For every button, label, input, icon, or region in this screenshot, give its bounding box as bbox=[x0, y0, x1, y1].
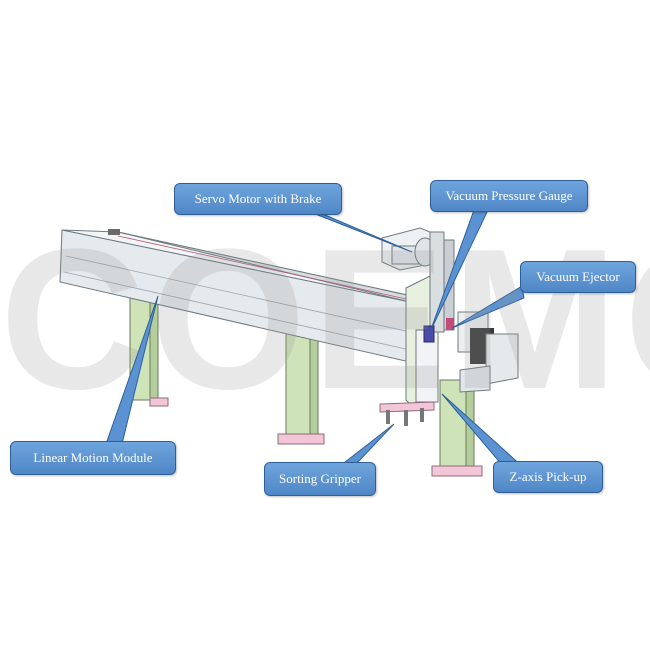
support-leg-2 bbox=[277, 329, 325, 445]
callout-vacuum-pressure-gauge: Vacuum Pressure Gauge bbox=[430, 180, 588, 212]
support-leg-3 bbox=[431, 379, 483, 477]
sorting-gripper bbox=[379, 401, 435, 426]
callout-vacuum-ejector: Vacuum Ejector bbox=[520, 261, 636, 293]
callout-z-axis-pickup: Z-axis Pick-up bbox=[493, 461, 603, 493]
callout-sorting-gripper: Sorting Gripper bbox=[264, 462, 376, 496]
callout-servo-motor: Servo Motor with Brake bbox=[174, 183, 342, 215]
callout-linear-motion-module: Linear Motion Module bbox=[10, 441, 176, 475]
callout-pointers bbox=[105, 207, 526, 473]
watermark-text: COEMG bbox=[0, 208, 650, 431]
